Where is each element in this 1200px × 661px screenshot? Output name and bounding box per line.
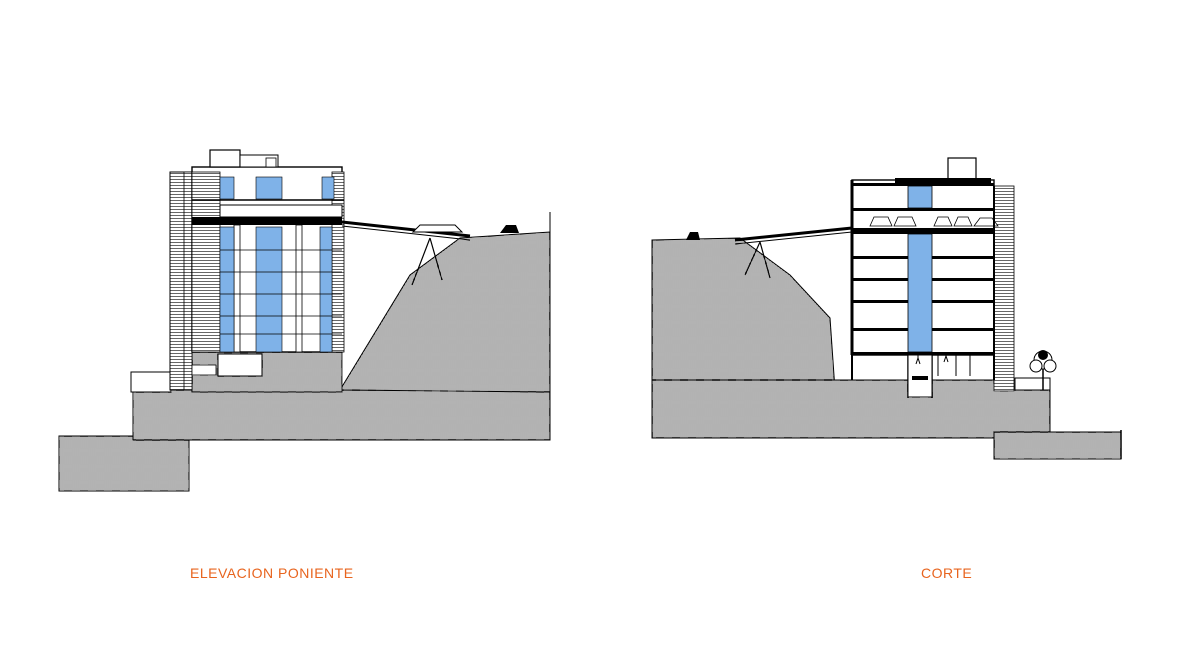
elevation-drawing [58, 149, 551, 492]
terrain-left [58, 231, 551, 492]
bridge-right [734, 226, 853, 279]
section-label: CORTE [921, 565, 973, 581]
section-drawing [651, 157, 1122, 460]
building-section [850, 157, 1015, 398]
tree-icon [1029, 350, 1057, 390]
building-elevation [191, 149, 345, 377]
terrain-right [651, 232, 1122, 460]
elevation-label: ELEVACION PONIENTE [190, 565, 354, 581]
parked-cars [869, 216, 999, 227]
bridge-left [341, 212, 551, 286]
